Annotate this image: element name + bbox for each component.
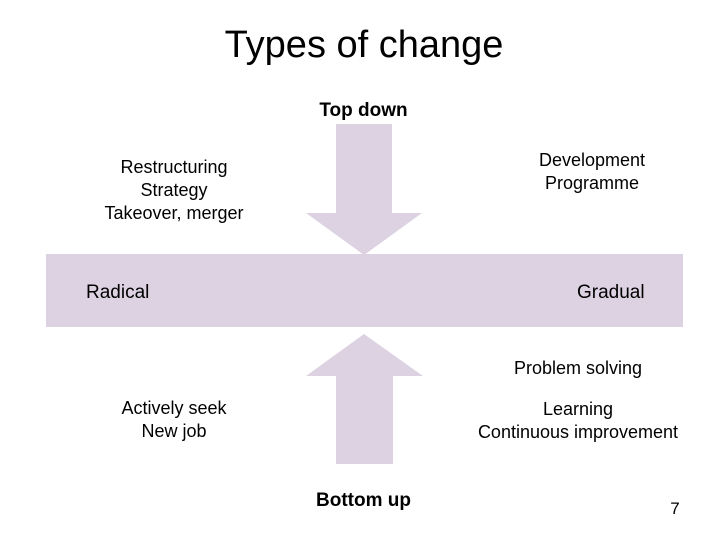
up-arrow-icon <box>306 334 423 464</box>
axis-label-gradual: Gradual <box>577 282 645 303</box>
quadrant-line: Learning <box>542 399 614 419</box>
page-title: Types of change <box>224 24 504 66</box>
quadrant-line: Problem solving <box>513 358 643 378</box>
quadrant-line: Strategy <box>140 180 208 200</box>
pole-label-bottom-up: Bottom up <box>316 490 411 511</box>
quadrant-line: Continuous improvement <box>477 422 679 442</box>
quadrant-line: Takeover, merger <box>104 203 244 223</box>
quadrant-line: Restructuring <box>120 157 228 177</box>
quadrant-line: Development <box>538 150 646 170</box>
quadrant-line: New job <box>141 421 207 441</box>
quadrant-top-right: Development Programme <box>494 149 690 195</box>
quadrant-line: Actively seek <box>121 398 227 418</box>
horizontal-axis-band <box>46 254 683 327</box>
quadrant-bottom-right: Problem solving Learning Continuous impr… <box>466 357 690 444</box>
pole-label-top-down: Top down <box>319 100 408 121</box>
page-number: 7 <box>670 499 680 518</box>
quadrant-top-left: Restructuring Strategy Takeover, merger <box>76 156 272 225</box>
quadrant-spacer <box>466 380 690 398</box>
axis-label-radical: Radical <box>86 282 150 303</box>
quadrant-bottom-left: Actively seek New job <box>76 397 272 443</box>
quadrant-line: Programme <box>544 173 640 193</box>
down-arrow-icon <box>306 124 422 255</box>
